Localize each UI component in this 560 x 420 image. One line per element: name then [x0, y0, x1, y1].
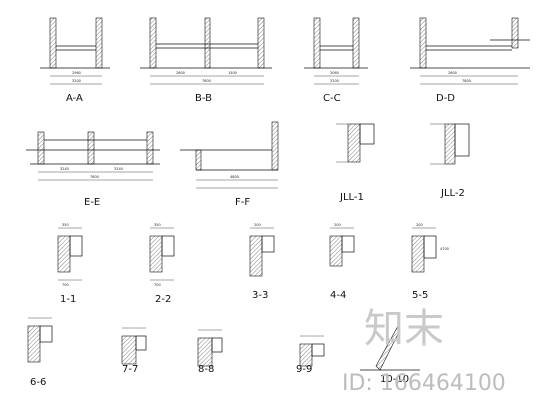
dim-1-1-bottom: 700 — [62, 283, 69, 287]
section-4-4: 200 4-4 — [329, 223, 355, 301]
section-ee: 3240 3240 7800 E-E — [26, 131, 160, 208]
dim-bb-right: 1500 — [228, 71, 237, 75]
dim-cc-bottom: 3200 — [330, 79, 339, 83]
section-2-2: 350 700 2-2 — [149, 223, 175, 305]
title-5-5: 5-5 — [412, 290, 428, 301]
watermark-id: ID: 166464100 — [342, 371, 506, 396]
dim-ee-bottom: 7800 — [90, 175, 99, 179]
section-ff: 4800 F-F — [180, 121, 279, 208]
dim-5-5-top: 200 — [416, 223, 423, 227]
section-6-6: 6-6 — [27, 317, 53, 388]
title-4-4: 4-4 — [330, 290, 346, 301]
dim-aa-inner: 2960 — [72, 71, 81, 75]
title-bb: B-B — [195, 93, 212, 104]
dim-2-2-bottom: 700 — [154, 283, 161, 287]
section-1-1: 350 700 1-1 — [57, 223, 83, 305]
dim-cc-inner: 3060 — [330, 71, 339, 75]
dim-ee-right: 3240 — [114, 167, 123, 171]
title-9-9: 9-9 — [296, 364, 312, 375]
dim-bb-bottom: 7800 — [202, 79, 211, 83]
title-3-3: 3-3 — [252, 290, 268, 301]
dim-5-5-side: 4700 — [440, 247, 449, 251]
title-7-7: 7-7 — [122, 364, 138, 375]
section-9-9: 9-9 — [296, 335, 325, 375]
section-5-5: 200 4700 5-5 — [411, 223, 449, 301]
title-1-1: 1-1 — [60, 294, 76, 305]
title-ff: F-F — [235, 197, 250, 208]
dim-dd-left: 2600 — [448, 71, 457, 75]
section-dd: 2600 7800 D-D — [410, 17, 530, 104]
dim-aa-bottom: 3200 — [72, 79, 81, 83]
title-6-6: 6-6 — [30, 377, 46, 388]
dim-1-1-top: 350 — [62, 223, 69, 227]
title-2-2: 2-2 — [155, 294, 171, 305]
section-aa: 2960 3200 A-A — [40, 17, 110, 104]
section-bb: 2600 1500 7800 B-B — [140, 17, 272, 104]
dim-ee-left: 3240 — [60, 167, 69, 171]
title-dd: D-D — [436, 93, 455, 104]
title-jll2: JLL-2 — [440, 188, 465, 199]
dim-dd-bottom: 7800 — [462, 79, 471, 83]
section-7-7: 7-7 — [121, 327, 147, 375]
dim-2-2-top: 350 — [154, 223, 161, 227]
dim-3-3-top: 200 — [254, 223, 261, 227]
section-3-3: 200 3-3 — [249, 223, 275, 301]
watermark-brand: 知末 — [364, 306, 444, 352]
watermark: 知末 ID: 166464100 — [342, 306, 506, 396]
title-aa: A-A — [66, 93, 83, 104]
section-cc: 3060 3200 C-C — [304, 17, 368, 104]
section-8-8: 8-8 — [197, 329, 223, 375]
section-jll1: JLL-1 — [336, 123, 375, 203]
title-cc: C-C — [323, 93, 341, 104]
section-jll2: JLL-2 — [430, 123, 470, 199]
title-ee: E-E — [84, 197, 100, 208]
section-10-10: 10-10 — [360, 325, 420, 385]
title-8-8: 8-8 — [198, 364, 214, 375]
dim-ff-bottom: 4800 — [230, 175, 239, 179]
dim-bb-left: 2600 — [176, 71, 185, 75]
title-jll1: JLL-1 — [339, 192, 364, 203]
title-10-10: 10-10 — [380, 374, 409, 385]
dim-4-4-top: 200 — [334, 223, 341, 227]
